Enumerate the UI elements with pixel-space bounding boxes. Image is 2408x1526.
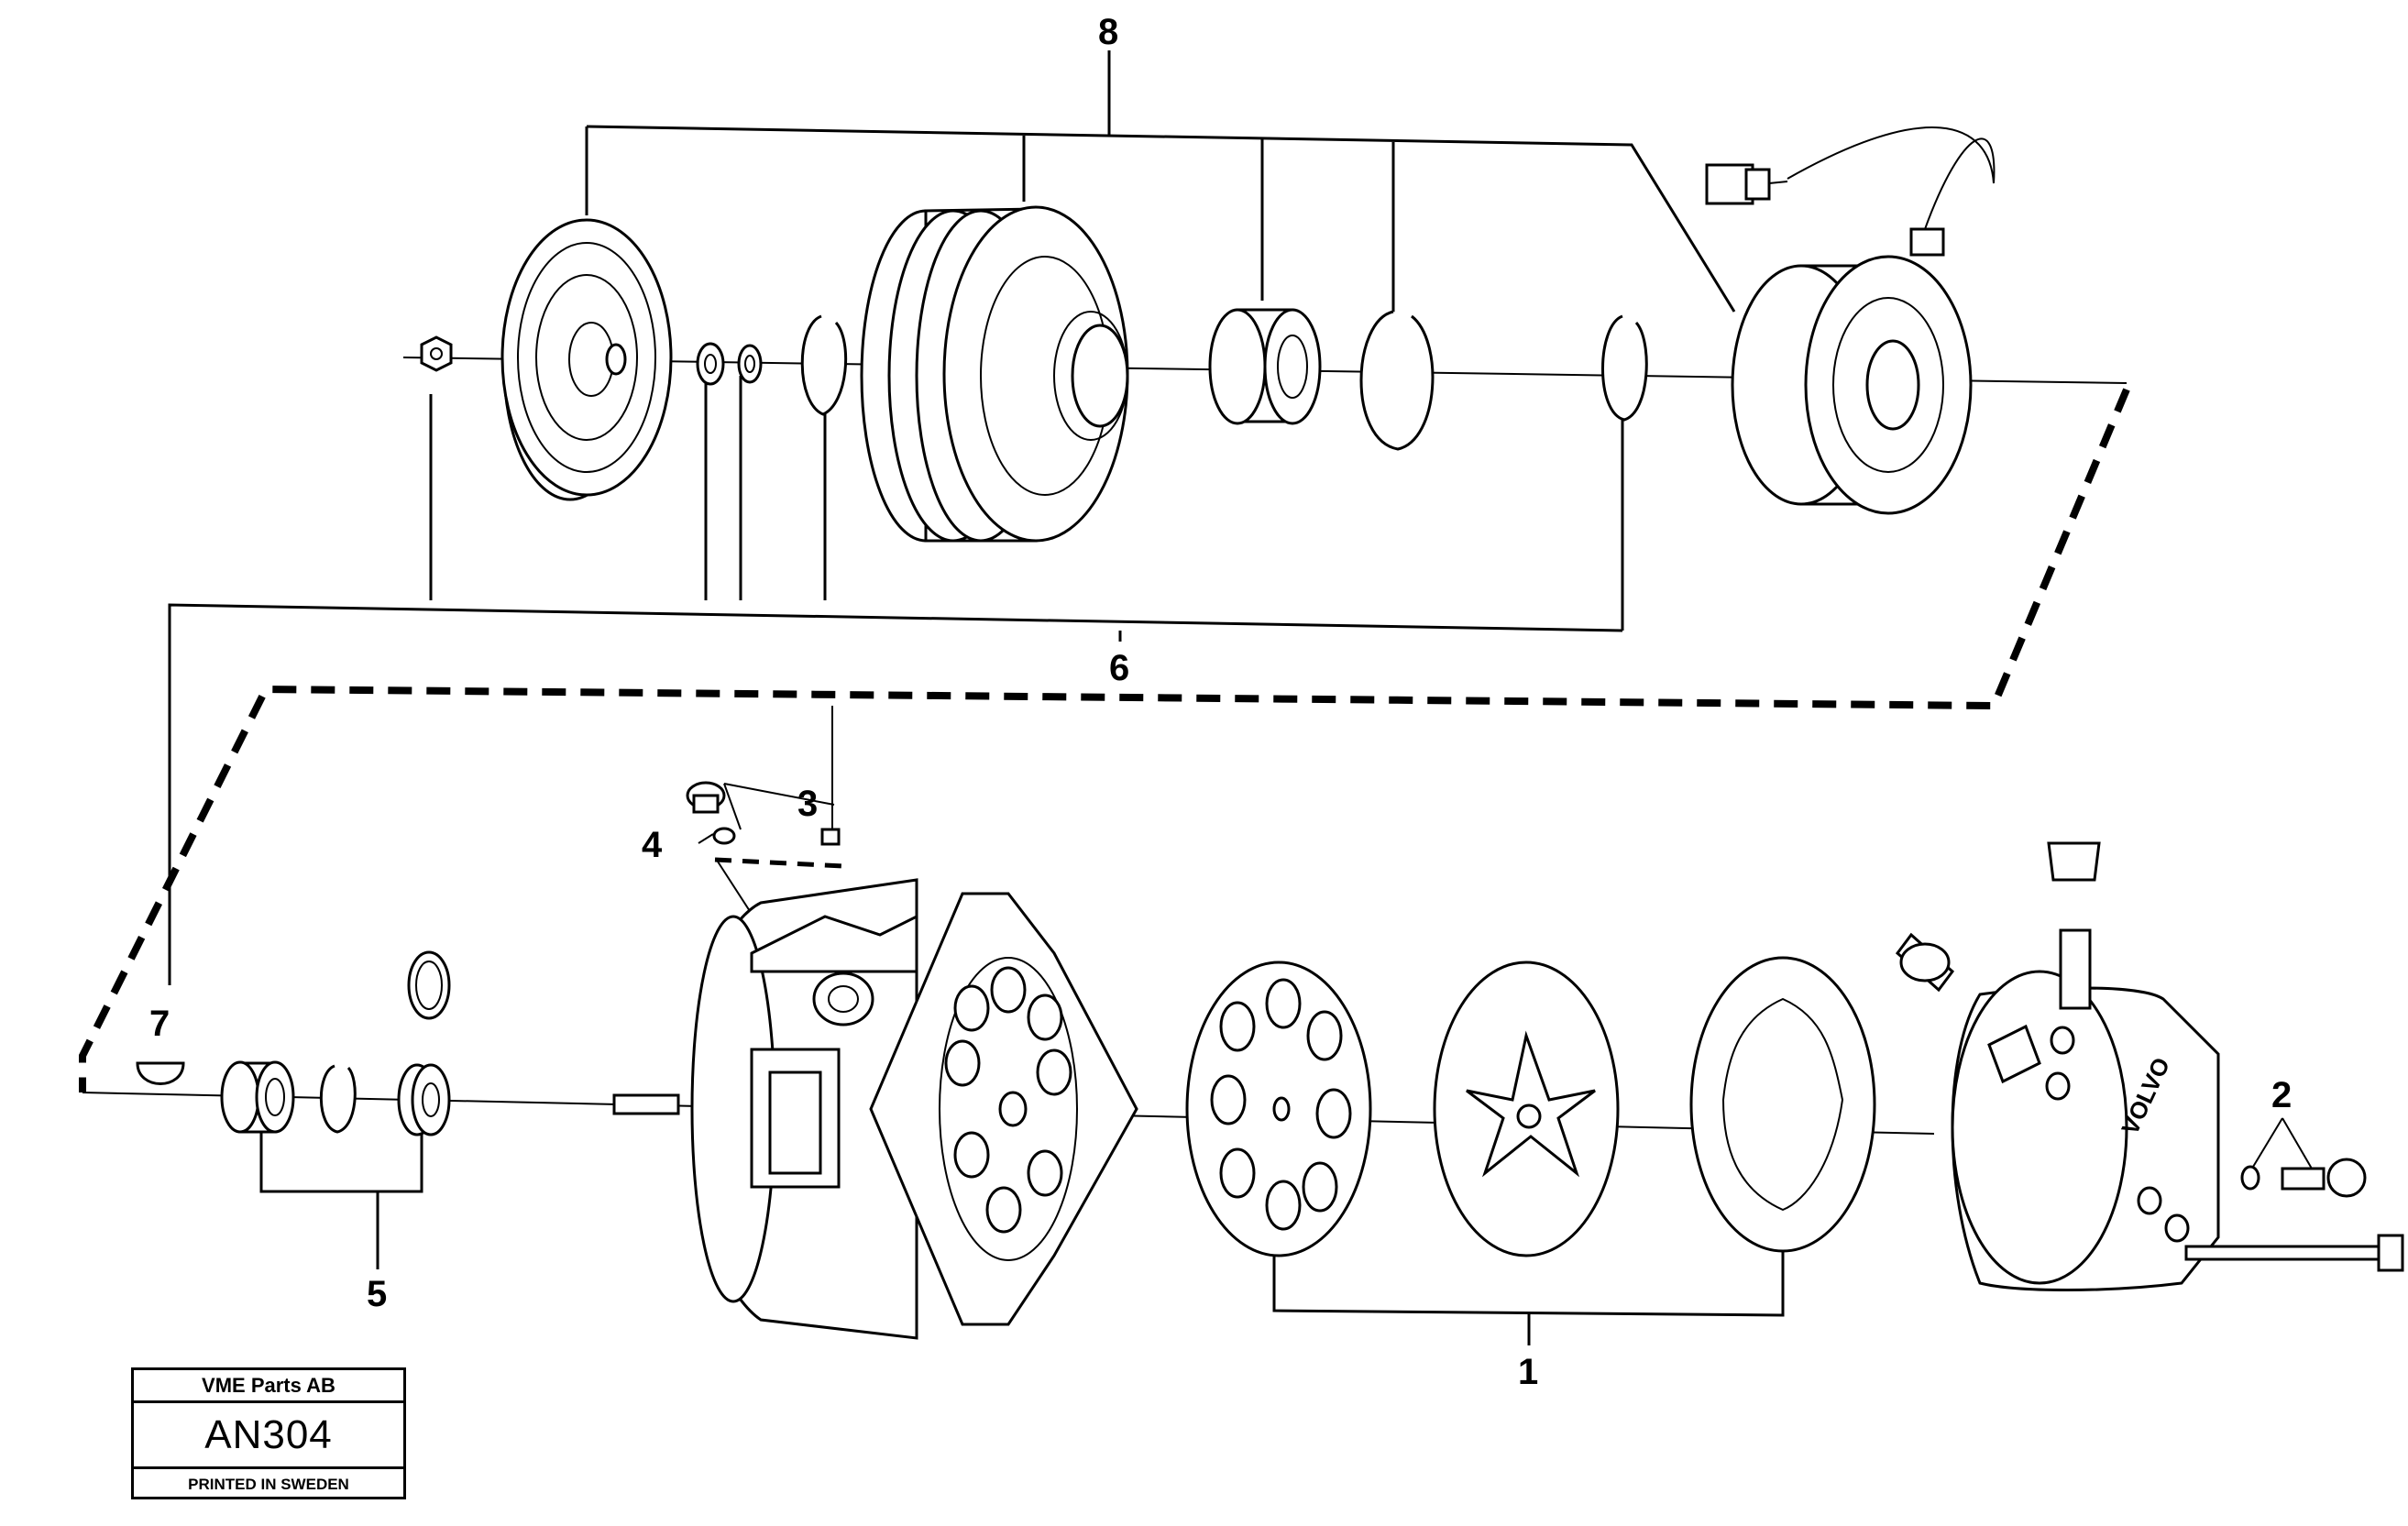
callout-1: 1 <box>1518 1352 1538 1392</box>
company-name: VME Parts AB <box>134 1370 403 1403</box>
callout-3: 3 <box>797 784 818 824</box>
woodruff-key <box>136 1061 185 1085</box>
circlip-2 <box>1601 314 1648 422</box>
snap-ring-large <box>1359 310 1435 451</box>
head-gasket <box>1689 956 1876 1253</box>
field-coil <box>1731 227 1973 515</box>
clutch-assembly-parts <box>420 126 1996 543</box>
callout-labels: 8 6 3 4 7 5 1 2 <box>149 12 2292 1392</box>
coil-connector <box>1705 126 1996 230</box>
title-block: VME Parts AB AN304 PRINTED IN SWEDEN <box>131 1367 406 1499</box>
shaft-seal <box>220 1060 295 1134</box>
callout-8: 8 <box>1098 12 1118 52</box>
compressor-body <box>612 878 1138 1340</box>
printed-note: PRINTED IN SWEDEN <box>188 1476 349 1493</box>
oil-plug <box>686 781 726 814</box>
callout-5: 5 <box>367 1274 387 1314</box>
callout-4: 4 <box>642 825 663 865</box>
shaft-nut <box>420 335 453 372</box>
clutch-pressure-plate <box>500 218 673 501</box>
drawing-number: AN304 <box>134 1403 403 1469</box>
shim-2 <box>737 344 763 384</box>
callout-6: 6 <box>1109 648 1129 688</box>
service-bolt <box>2240 1158 2367 1198</box>
shim-1 <box>696 342 725 386</box>
valve-plate <box>1185 961 1372 1257</box>
cylinder-head: VOLVO <box>1895 841 2220 1291</box>
pulley-bearing <box>1208 308 1322 425</box>
seal-circlip <box>319 1064 357 1134</box>
reed-valve <box>1433 961 1620 1257</box>
belt-pulley <box>860 205 1129 543</box>
compressor-parts: VOLVO <box>136 781 2404 1340</box>
head-bolt <box>2184 1234 2404 1272</box>
plug-washer <box>712 827 736 845</box>
callout-2: 2 <box>2271 1075 2292 1115</box>
set-screw <box>820 828 841 846</box>
callout-7: 7 <box>149 1004 170 1044</box>
circlip-1 <box>800 314 848 416</box>
seal-seat <box>397 1063 451 1136</box>
